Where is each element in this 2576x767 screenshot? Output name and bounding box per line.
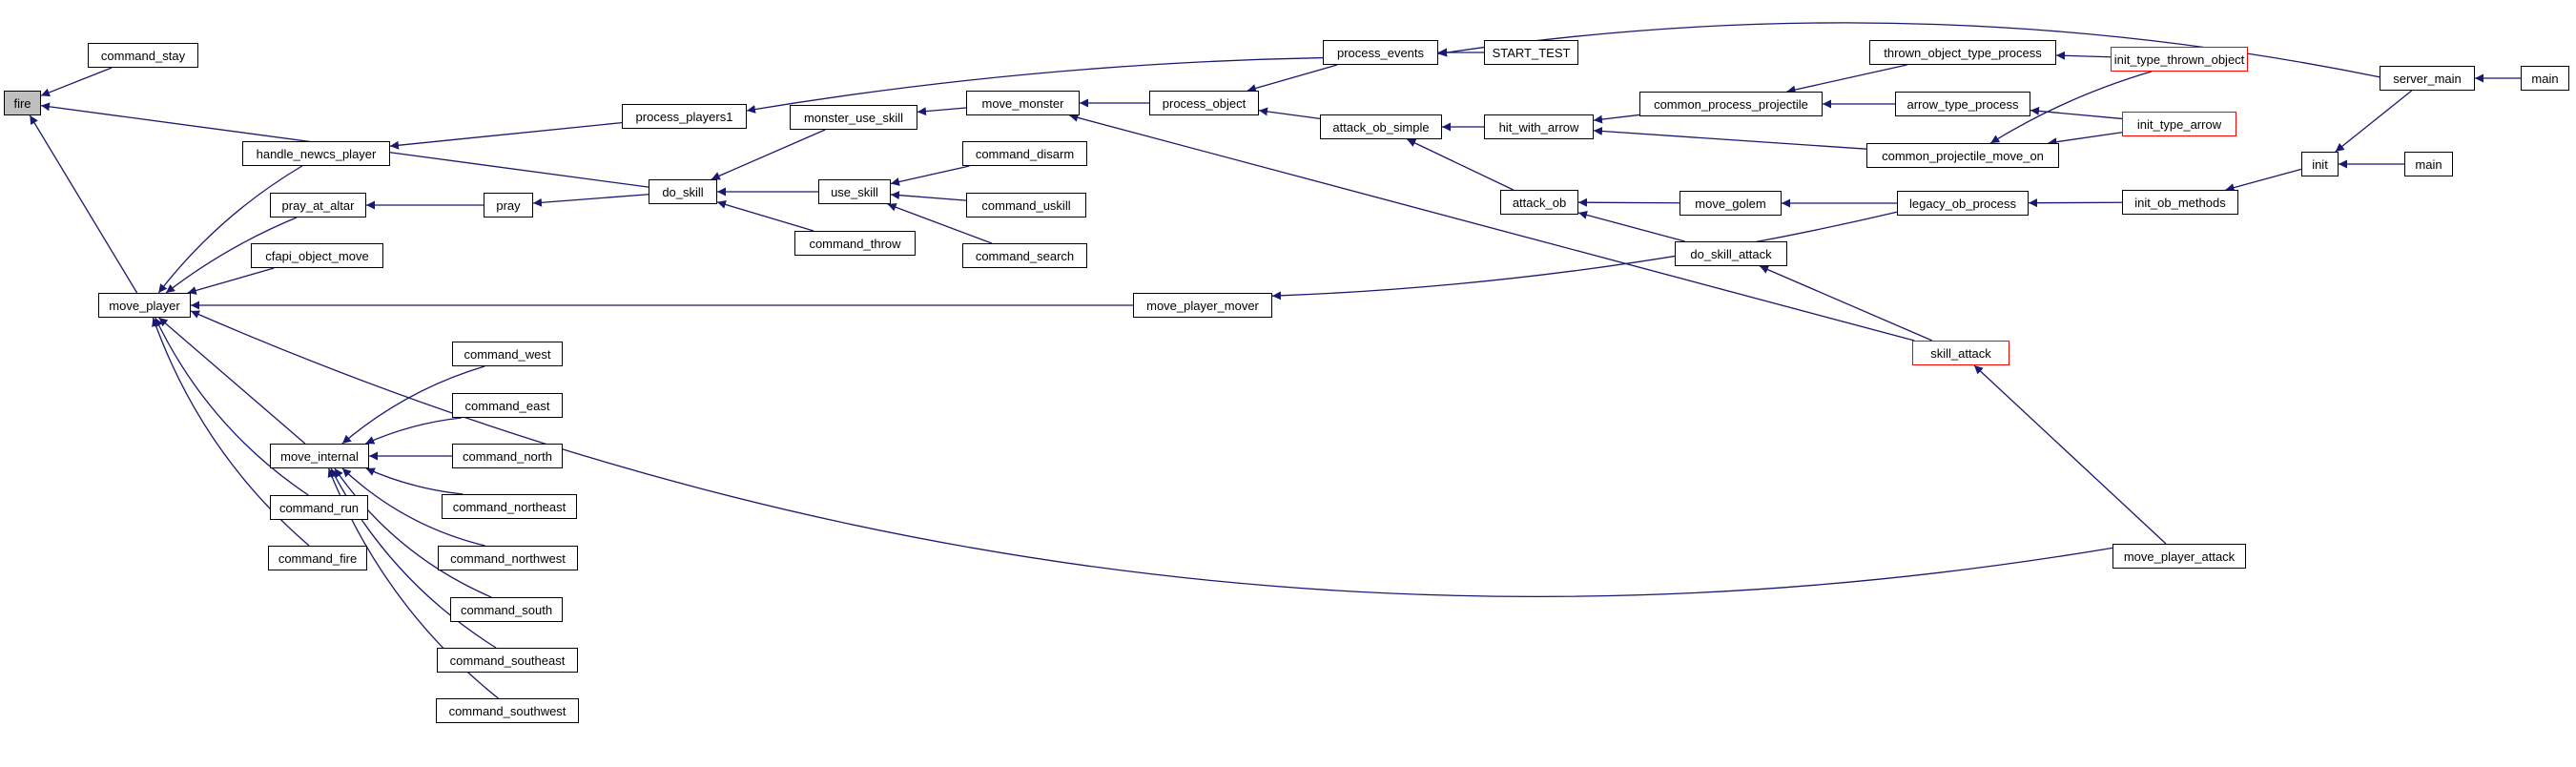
edge-common_projectile_move_on-to-hit_with_arrow [1593, 126, 1867, 150]
edge-command_search-to-use_skill [887, 202, 993, 244]
node-fire[interactable]: fire [4, 91, 41, 115]
edge-init_type_arrow-to-arrow_type_process [2030, 106, 2123, 120]
node-command-west[interactable]: command_west [452, 342, 563, 366]
node-process-events[interactable]: process_events [1323, 40, 1438, 65]
node-command-south[interactable]: command_south [450, 597, 563, 622]
node-command-run[interactable]: command_run [270, 495, 368, 520]
edge-command_throw-to-do_skill [716, 200, 814, 232]
edge-move_player_attack-to-skill_attack [1973, 364, 2167, 545]
node-command-north[interactable]: command_north [452, 444, 563, 468]
edge-move_golem-to-attack_ob [1577, 197, 1680, 207]
node-server-main[interactable]: server_main [2380, 66, 2475, 91]
edge-init_type_thrown_object-to-common_projectile_move_on [1989, 71, 2152, 144]
node-handle-newcs-player[interactable]: handle_newcs_player [242, 141, 390, 166]
edge-thrown_object_type_process-to-common_process_projectile [1786, 64, 1907, 94]
node-command-uskill[interactable]: command_uskill [966, 193, 1086, 218]
node-command-throw[interactable]: command_throw [794, 231, 916, 256]
edge-command_uskill-to-use_skill [890, 191, 967, 201]
edge-init_type_arrow-to-common_projectile_move_on [2048, 132, 2123, 147]
edge-do_skill_attack-to-attack_ob [1577, 211, 1685, 242]
node-init-type-thrown-object[interactable]: init_type_thrown_object [2111, 47, 2248, 72]
edge-pray_at_altar-to-move_player [165, 217, 298, 294]
node-move-monster[interactable]: move_monster [966, 91, 1080, 115]
edge-legacy_ob_process-to-move_player_mover [1271, 211, 1898, 301]
edge-command_east-to-move_internal [365, 417, 462, 445]
edge-attack_ob-to-attack_ob_simple [1407, 138, 1514, 191]
edge-process_players1-to-handle_newcs_player [389, 121, 623, 150]
edge-move_player_attack-to-move_player [190, 310, 2113, 597]
edge-command_stay-to-fire [40, 67, 113, 97]
edge-init-to-init_ob_methods [2225, 168, 2302, 192]
node-thrown-object-type-process[interactable]: thrown_object_type_process [1869, 40, 2056, 65]
node-process-players1[interactable]: process_players1 [622, 104, 747, 129]
node-move-golem[interactable]: move_golem [1680, 191, 1782, 216]
edge-command_disarm-to-use_skill [890, 165, 970, 186]
edge-command_northeast-to-move_internal [365, 467, 464, 495]
node-cfapi-object-move[interactable]: cfapi_object_move [251, 243, 383, 268]
node-arrow-type-process[interactable]: arrow_type_process [1895, 92, 2030, 116]
node-command-fire[interactable]: command_fire [268, 546, 367, 570]
node-command-disarm[interactable]: command_disarm [962, 141, 1087, 166]
node-do-skill-attack[interactable]: do_skill_attack [1675, 241, 1787, 266]
edge-server_main-to-init [2335, 90, 2413, 153]
node-command-search[interactable]: command_search [962, 243, 1087, 268]
node-command-east[interactable]: command_east [452, 393, 563, 418]
edge-move_monster-to-monster_use_skill [917, 107, 967, 116]
edge-init_type_thrown_object-to-thrown_object_type_process [2055, 51, 2112, 60]
node-move-internal[interactable]: move_internal [270, 444, 369, 468]
node-main-server[interactable]: main [2521, 66, 2569, 91]
edge-do_skill-to-pray [532, 194, 649, 207]
node-command-stay[interactable]: command_stay [88, 43, 198, 68]
node-command-southwest[interactable]: command_southwest [436, 698, 579, 723]
node-init[interactable]: init [2301, 152, 2339, 176]
edge-command_west-to-move_internal [341, 365, 485, 445]
node-init-type-arrow[interactable]: init_type_arrow [2122, 112, 2236, 136]
node-command-southeast[interactable]: command_southeast [437, 648, 578, 673]
node-monster-use-skill[interactable]: monster_use_skill [790, 105, 917, 130]
edge-skill_attack-to-move_monster [1069, 113, 1915, 342]
node-pray-at-altar[interactable]: pray_at_altar [270, 193, 366, 218]
edge-command_run-to-move_player [155, 317, 309, 496]
edge-cfapi_object_move-to-move_player [187, 267, 275, 295]
node-attack-ob-simple[interactable]: attack_ob_simple [1320, 114, 1442, 139]
node-hit-with-arrow[interactable]: hit_with_arrow [1484, 114, 1594, 139]
node-process-object[interactable]: process_object [1149, 91, 1259, 115]
edge-monster_use_skill-to-do_skill [711, 129, 826, 180]
edge-move_player-to-fire [29, 114, 138, 294]
node-command-northwest[interactable]: command_northwest [438, 546, 578, 570]
node-move-player-attack[interactable]: move_player_attack [2112, 544, 2246, 569]
edge-command_northwest-to-move_internal [341, 467, 485, 547]
node-do-skill[interactable]: do_skill [649, 179, 717, 204]
node-attack-ob[interactable]: attack_ob [1500, 190, 1578, 215]
node-move-player-mover[interactable]: move_player_mover [1133, 293, 1272, 318]
node-move-player[interactable]: move_player [98, 293, 191, 318]
edge-attack_ob_simple-to-process_object [1258, 107, 1321, 120]
node-start-test[interactable]: START_TEST [1484, 40, 1578, 65]
node-command-northeast[interactable]: command_northeast [442, 494, 577, 519]
edge-command_south-to-move_internal [334, 467, 492, 598]
node-use-skill[interactable]: use_skill [818, 179, 891, 204]
edge-handle_newcs_player-to-move_player [157, 165, 303, 294]
node-legacy-ob-process[interactable]: legacy_ob_process [1897, 191, 2029, 216]
node-pray[interactable]: pray [484, 193, 533, 218]
node-init-ob-methods[interactable]: init_ob_methods [2122, 190, 2238, 215]
edge-skill_attack-to-do_skill_attack [1759, 265, 1933, 342]
node-main-init[interactable]: main [2404, 152, 2453, 176]
edge-process_events-to-process_object [1247, 64, 1338, 93]
edge-common_process_projectile-to-hit_with_arrow [1593, 114, 1640, 124]
node-skill-attack[interactable]: skill_attack [1912, 341, 2009, 365]
edge-process_events-to-process_players1 [746, 56, 1324, 114]
edge-command_fire-to-move_player [152, 317, 310, 547]
edge-move_internal-to-move_player [158, 317, 306, 445]
node-common-process-projectile[interactable]: common_process_projectile [1639, 92, 1823, 116]
node-common-projectile-move-on[interactable]: common_projectile_move_on [1866, 143, 2059, 168]
